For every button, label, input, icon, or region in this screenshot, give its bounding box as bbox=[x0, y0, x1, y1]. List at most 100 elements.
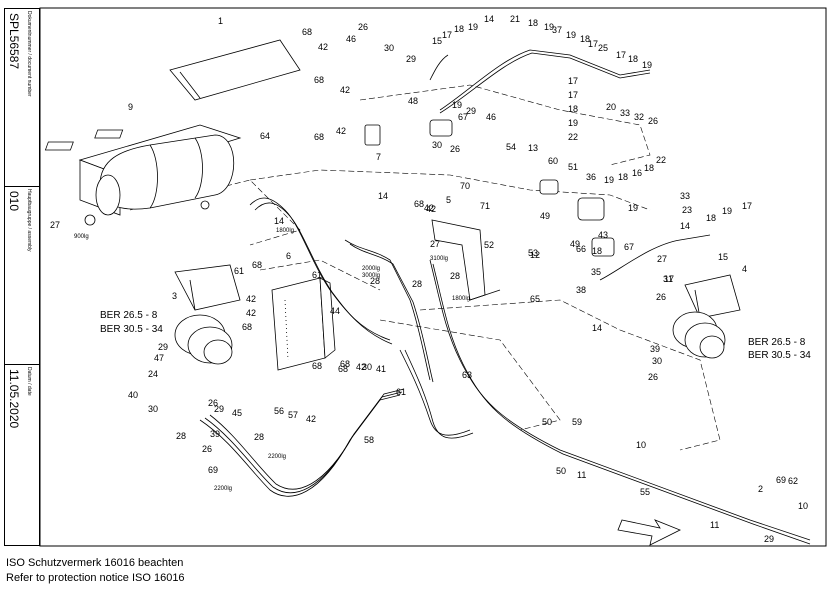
part-number-label: 14 bbox=[378, 191, 388, 201]
part-number-label: 68 bbox=[414, 199, 424, 209]
part-number-label: 18 bbox=[528, 18, 538, 28]
part-number-label: 14 bbox=[680, 221, 690, 231]
part-number-label: 12 bbox=[530, 250, 540, 260]
part-number-label: 47 bbox=[154, 353, 164, 363]
part-number-label: 71 bbox=[480, 201, 490, 211]
part-number-label: 30 bbox=[384, 43, 394, 53]
part-number-label: 46 bbox=[486, 112, 496, 122]
part-number-label: 21 bbox=[510, 14, 520, 24]
part-number-label: 29 bbox=[214, 404, 224, 414]
brake-chamber-type-label: BER 30.5 - 34 bbox=[100, 324, 163, 335]
part-number-label: 18 bbox=[706, 213, 716, 223]
pipe-length-label: 900lg bbox=[74, 234, 89, 240]
part-number-label: 18 bbox=[592, 246, 602, 256]
part-number-label: 18 bbox=[454, 24, 464, 34]
part-number-label: 30 bbox=[362, 362, 372, 372]
part-number-label: 26 bbox=[648, 372, 658, 382]
part-number-label: 22 bbox=[656, 155, 666, 165]
direction-arrow-icon bbox=[617, 519, 681, 546]
part-number-label: 1 bbox=[218, 16, 223, 26]
part-number-label: 42 bbox=[356, 362, 366, 372]
part-number-label: 26 bbox=[358, 22, 368, 32]
part-number-label: 19 bbox=[468, 22, 478, 32]
part-number-label: 14 bbox=[274, 216, 284, 226]
part-number-label: 65 bbox=[530, 294, 540, 304]
part-number-label: 24 bbox=[148, 369, 158, 379]
part-number-label: 56 bbox=[274, 406, 284, 416]
part-number-label: 26 bbox=[648, 116, 658, 126]
part-number-label: 4 bbox=[742, 264, 747, 274]
part-number-label: 37 bbox=[552, 25, 562, 35]
part-number-label: 18 bbox=[618, 172, 628, 182]
part-number-label: 64 bbox=[260, 131, 270, 141]
part-number-label: 29 bbox=[764, 534, 774, 544]
part-number-label: 10 bbox=[636, 440, 646, 450]
pipe-bundle bbox=[199, 49, 811, 545]
part-number-label: 13 bbox=[528, 143, 538, 153]
part-number-label: 28 bbox=[412, 279, 422, 289]
part-number-label: 53 bbox=[528, 248, 538, 258]
part-number-label: 68 bbox=[314, 132, 324, 142]
part-number-label: 18 bbox=[644, 163, 654, 173]
protection-notice-en: Refer to protection notice ISO 16016 bbox=[6, 572, 185, 584]
part-number-label: 29 bbox=[406, 54, 416, 64]
part-number-label: 28 bbox=[176, 431, 186, 441]
mount-bracket-3 bbox=[174, 264, 241, 311]
part-number-label: 17 bbox=[568, 76, 578, 86]
brake-chamber-type-label: BER 26.5 - 8 bbox=[748, 337, 806, 348]
pipe-length-label: 2000lg bbox=[362, 266, 380, 272]
part-number-label: 3 bbox=[172, 291, 177, 301]
part-number-label: 25 bbox=[598, 43, 608, 53]
part-number-label: 49 bbox=[540, 211, 550, 221]
valves bbox=[364, 119, 615, 257]
title-block: Dokumentnummer / document number SPL5658… bbox=[4, 8, 40, 546]
part-number-label: 62 bbox=[788, 476, 798, 486]
part-number-label: 22 bbox=[568, 132, 578, 142]
part-number-label: 19 bbox=[604, 175, 614, 185]
mount-bracket-4 bbox=[684, 274, 741, 319]
part-number-label: 68 bbox=[338, 364, 348, 374]
brake-chamber-left bbox=[174, 314, 233, 365]
part-number-label: 41 bbox=[376, 364, 386, 374]
part-number-label: 70 bbox=[460, 181, 470, 191]
part-number-label: 28 bbox=[450, 271, 460, 281]
part-number-label: 51 bbox=[568, 162, 578, 172]
pipe-length-label: 2200lg bbox=[268, 454, 286, 460]
part-number-label: 44 bbox=[330, 306, 340, 316]
part-number-label: 42 bbox=[426, 204, 436, 214]
part-number-label: 15 bbox=[432, 36, 442, 46]
part-number-label: 29 bbox=[158, 342, 168, 352]
pipe-length-label: 1800lg bbox=[452, 296, 470, 302]
part-number-label: 18 bbox=[580, 34, 590, 44]
part-number-label: 69 bbox=[776, 475, 786, 485]
part-number-label: 39 bbox=[650, 344, 660, 354]
part-number-label: 43 bbox=[598, 230, 608, 240]
part-number-label: 58 bbox=[364, 435, 374, 445]
part-number-label: 67 bbox=[458, 112, 468, 122]
part-number-label: 63 bbox=[462, 370, 472, 380]
part-number-label: 68 bbox=[314, 75, 324, 85]
pipe-length-label: 2200lg bbox=[214, 486, 232, 492]
cover-plate-1 bbox=[169, 39, 301, 101]
part-number-label: 69 bbox=[208, 465, 218, 475]
part-number-label: 27 bbox=[430, 239, 440, 249]
part-number-label: 11 bbox=[710, 520, 719, 530]
brake-chamber-right bbox=[672, 311, 726, 359]
pipe-length-label: 3000lg bbox=[362, 273, 380, 279]
part-number-label: 30 bbox=[148, 404, 158, 414]
part-number-label: 19 bbox=[544, 22, 554, 32]
doc-number-cell: Dokumentnummer / document number SPL5658… bbox=[5, 9, 39, 187]
part-number-label: 68 bbox=[312, 361, 322, 371]
part-number-label: 23 bbox=[682, 205, 692, 215]
part-number-label: 19 bbox=[568, 118, 578, 128]
part-number-label: 42 bbox=[336, 126, 346, 136]
bracket-6 bbox=[271, 277, 336, 371]
part-number-label: 6 bbox=[286, 251, 291, 261]
part-number-label: 14 bbox=[592, 323, 602, 333]
group-cell: Hauptbaugruppe / assembly 010 bbox=[5, 187, 39, 365]
part-number-label: 39 bbox=[210, 429, 220, 439]
